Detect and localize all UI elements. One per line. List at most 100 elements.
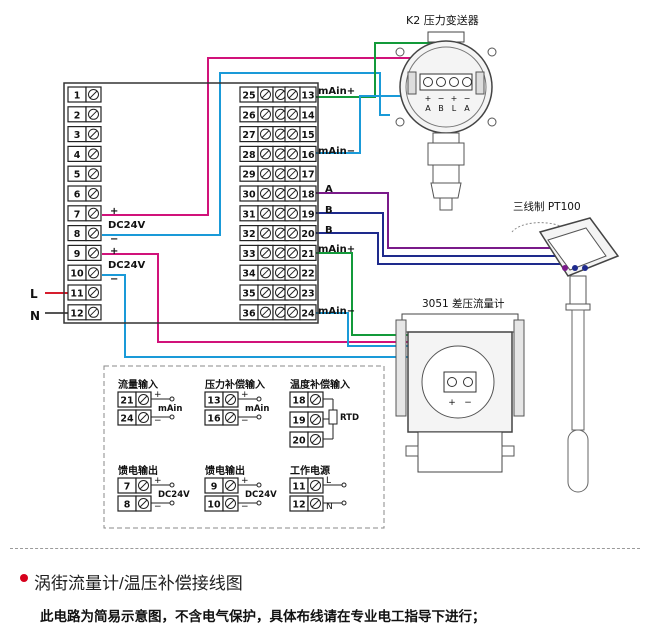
flowmeter: 3051 差压流量计 + − [395,297,525,473]
legend-feed1-title: 馈电输出 [117,464,158,477]
t9-plus-label: + [110,246,118,257]
terminal-number-25: 25 [242,91,255,102]
legend-flow-t2: 24 [120,414,134,425]
terminal-number-33: 33 [242,249,255,260]
legend-feed1-minus: − [154,502,162,512]
transmitter-sign-2: − [438,94,445,103]
terminal-number-14: 14 [301,110,315,121]
legend-temperature-unit: RTD [340,413,359,423]
terminal-number-10: 10 [70,269,84,280]
flowmeter-title: 3051 差压流量计 [422,297,505,310]
terminal-number-29: 29 [242,170,255,181]
legend-power-l: L [326,476,331,486]
transmitter-sign-4: − [464,94,471,103]
transmitter-letter-4: A [464,104,470,113]
terminal-number-27: 27 [242,130,255,141]
diagram-caption: 涡街流量计/温压补偿接线图 [34,574,243,593]
r19-label: B [325,205,333,216]
legend-temperature-title: 温度补偿输入 [290,378,350,391]
wire-pressure-signal-minus [300,95,420,154]
terminal-number-6: 6 [74,190,81,201]
safety-note: 此电路为简易示意图，不含电气保护，具体布线请在专业电工指导下进行； [40,609,486,624]
terminal-number-30: 30 [242,190,256,201]
terminal-number-20: 20 [301,229,315,240]
legend: 流量输入2124+−mAin压力补偿输入1316+−mAin馈电输出78+−DC… [117,378,359,512]
terminal-number-32: 32 [242,229,255,240]
terminal-number-23: 23 [301,289,314,300]
r21-label: mAin+ [318,244,355,255]
instrument-frame [63,82,319,324]
legend-feed1-unit: DC24V [158,490,190,500]
terminal-number-19: 19 [301,209,314,220]
left-labels: + DC24V − + DC24V − L N [30,206,146,323]
pressure-transmitter: K2 压力变送器 + − + − A B L A [395,13,497,211]
sensor-title: 三线制 PT100 [513,200,581,213]
terminal-number-5: 5 [74,170,81,181]
terminal-number-8: 8 [74,229,81,240]
terminal-number-36: 36 [242,308,256,319]
legend-flow-t1: 21 [120,396,133,407]
legend-temperature-t3: 20 [292,436,306,447]
legend-pressure-plus: + [241,390,249,400]
transmitter-letter-2: B [438,104,444,113]
legend-pressure-title: 压力补偿输入 [205,378,265,391]
t10-minus-label: − [110,274,118,285]
terminal-number-26: 26 [242,110,256,121]
power-l-label: L [30,287,38,301]
legend-feed1-plus: + [154,476,162,486]
legend-frame [103,365,385,529]
legend-feed2-plus: + [241,476,249,486]
terminal-number-22: 22 [301,269,314,280]
power-n-label: N [30,309,40,323]
legend-feed1-t1: 7 [124,482,131,493]
r16-label: mAin− [318,146,355,157]
legend-power-t2: 12 [292,500,305,511]
terminal-number-31: 31 [242,209,255,220]
r20-label: B [325,225,333,236]
terminal-number-28: 28 [242,150,256,161]
legend-pressure-unit: mAin [245,404,269,414]
transmitter-title: K2 压力变送器 [406,13,479,27]
terminal-number-34: 34 [242,269,256,280]
t7-plus-label: + [110,206,118,217]
terminal-number-3: 3 [74,130,81,141]
wire-transmitter-return [102,72,390,236]
t9-dc24v-label: DC24V [108,260,146,271]
r18-label: A [325,184,333,195]
legend-feed1-t2: 8 [124,500,131,511]
terminal-number-1: 1 [74,91,81,102]
legend-flow-title: 流量输入 [118,378,158,391]
legend-temperature-t1: 18 [292,396,306,407]
legend-feed2-t2: 10 [207,500,221,511]
legend-feed2-minus: − [241,502,249,512]
section-divider [10,548,640,549]
terminal-number-12: 12 [70,308,83,319]
terminal-number-18: 18 [301,190,315,201]
terminal-number-24: 24 [301,308,315,319]
terminal-number-15: 15 [301,130,314,141]
legend-feed2-unit: DC24V [245,490,277,500]
transmitter-letter-3: L [452,104,457,113]
legend-temperature-t2: 19 [292,416,305,427]
legend-feed2-title: 馈电输出 [204,464,245,477]
terminal-number-7: 7 [74,209,81,220]
transmitter-sign-1: + [425,94,432,103]
t7-dc24v-label: DC24V [108,220,146,231]
legend-flow-minus: − [154,416,162,426]
t8-minus-label: − [110,234,118,245]
terminal-number-2: 2 [74,110,81,121]
legend-feed2-t1: 9 [211,482,218,493]
terminal-number-16: 16 [301,150,315,161]
legend-pressure-minus: − [241,416,249,426]
legend-pressure-t1: 13 [207,396,220,407]
transmitter-letter-1: A [425,104,431,113]
pt100-sensor: 三线制 PT100 [511,200,620,493]
legend-pressure-t2: 16 [207,414,221,425]
legend-flow-plus: + [154,390,162,400]
caption-bullet [20,574,28,582]
r24-label: mAin− [318,306,355,317]
